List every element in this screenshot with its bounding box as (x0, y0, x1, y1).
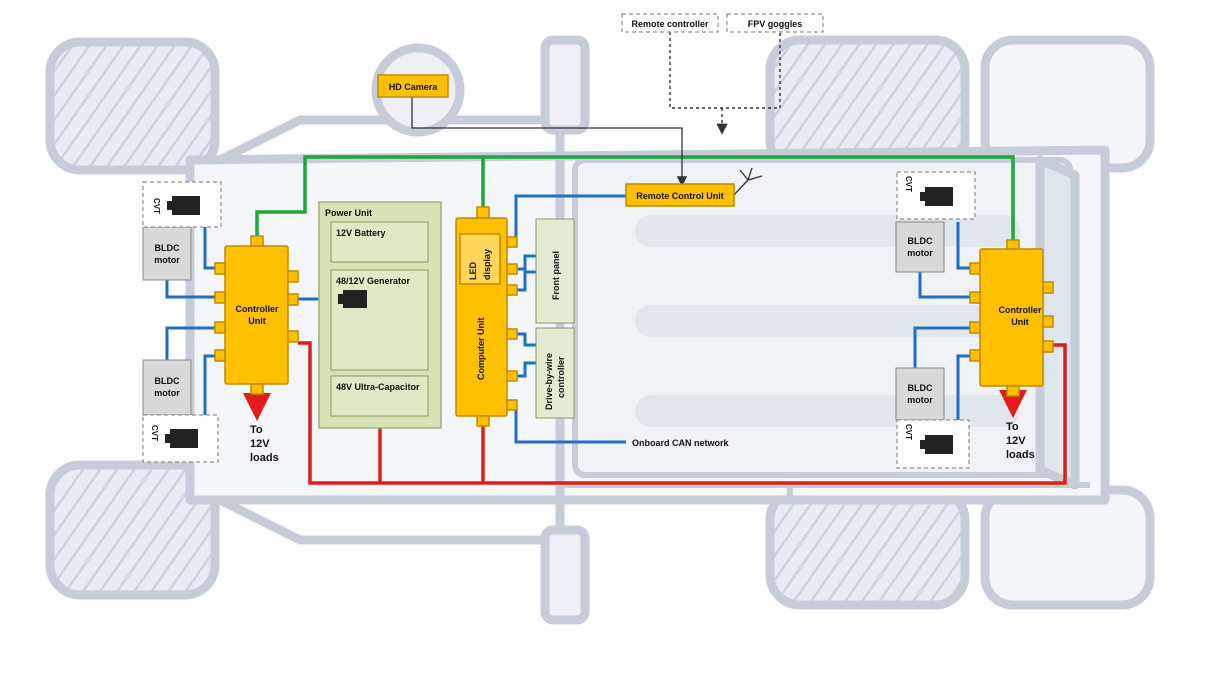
can-network-label: Onboard CAN network (632, 438, 729, 448)
remote-control-unit: Remote Control Unit (625, 183, 735, 207)
loads-word: loads (1006, 449, 1035, 461)
motor-label: motor (907, 395, 933, 405)
ultracap-label: 48V Ultra-Capacitor (336, 382, 420, 392)
front-panel: Front panel (535, 218, 575, 324)
motor-icon (920, 187, 953, 206)
fpv-goggles-label: FPV goggles (748, 19, 803, 29)
motor-icon (920, 435, 953, 454)
remote-controller-box: Remote controller (621, 13, 719, 33)
wireless-links (669, 32, 781, 135)
loads-word: loads (250, 452, 279, 464)
loads-voltage: 12V (250, 438, 270, 450)
antenna-icon (732, 167, 763, 197)
left-rear-bldc-motor: BLDC motor (142, 359, 192, 416)
motor-label: motor (154, 388, 180, 398)
left-front-cvt: CVT (142, 181, 222, 228)
right-controller-label-2: Unit (1011, 317, 1029, 327)
drive-by-wire-controller: Drive-by-wire controller (535, 327, 575, 419)
drive-by-wire-label-1: Drive-by-wire (544, 353, 554, 410)
right-controller-unit (969, 239, 1054, 397)
hd-camera-label: HD Camera (389, 82, 439, 92)
right-rear-cvt: CVT (896, 419, 970, 469)
power-unit-title: Power Unit (325, 208, 372, 218)
cvt-label: CVT (152, 198, 161, 214)
bldc-label: BLDC (908, 236, 933, 246)
right-rear-bldc-motor: BLDC motor (895, 367, 945, 421)
computer-unit (455, 206, 518, 427)
generator-label: 48/12V Generator (336, 276, 411, 286)
led-display-label-2: display (482, 249, 492, 280)
wheel-outer-rear (980, 485, 1155, 610)
power-unit: Power Unit 12V Battery 48/12V Generator … (318, 201, 442, 429)
motor-label: motor (154, 255, 180, 265)
remote-controller-label: Remote controller (631, 19, 709, 29)
cvt-label: CVT (150, 425, 159, 441)
drive-by-wire-label-2: controller (556, 356, 566, 398)
loads-to: To (250, 424, 263, 436)
green-can-bus (255, 155, 1015, 242)
loads-to: To (1006, 421, 1019, 433)
right-front-bldc-motor: BLDC motor (895, 221, 945, 273)
wheel-front-left (45, 37, 220, 175)
bldc-label: BLDC (155, 376, 180, 386)
left-controller-label-2: Unit (248, 316, 266, 326)
hd-camera-box: HD Camera (377, 74, 449, 98)
generator-motor-icon (338, 290, 367, 308)
bldc-label: BLDC (155, 243, 180, 253)
loads-voltage: 12V (1006, 435, 1026, 447)
computer-unit-label: Computer Unit (476, 318, 486, 381)
cvt-label: CVT (904, 176, 913, 192)
wheel-rear-left (45, 460, 220, 600)
right-controller-label-1: Controller (998, 305, 1041, 315)
fpv-goggles-box: FPV goggles (726, 13, 824, 33)
front-panel-label: Front panel (551, 251, 561, 300)
right-loads-label: To 12V loads (1006, 421, 1035, 461)
cvt-label: CVT (904, 424, 913, 440)
bldc-label: BLDC (908, 383, 933, 393)
camera-and-radio-links (411, 97, 688, 187)
wheel-rear-right (765, 485, 970, 610)
motor-icon (167, 196, 200, 215)
battery-label: 12V Battery (336, 228, 386, 238)
left-front-bldc-motor: BLDC motor (142, 226, 192, 281)
left-controller-unit (214, 235, 299, 395)
led-display-label-1: LED (468, 261, 478, 280)
motor-icon (165, 429, 198, 448)
left-rear-cvt: CVT (142, 414, 219, 463)
right-front-cvt: CVT (896, 171, 976, 220)
remote-control-unit-label: Remote Control Unit (636, 191, 724, 201)
left-controller-label-1: Controller (235, 304, 278, 314)
motor-label: motor (907, 248, 933, 258)
left-loads-label: To 12V loads (250, 424, 279, 464)
